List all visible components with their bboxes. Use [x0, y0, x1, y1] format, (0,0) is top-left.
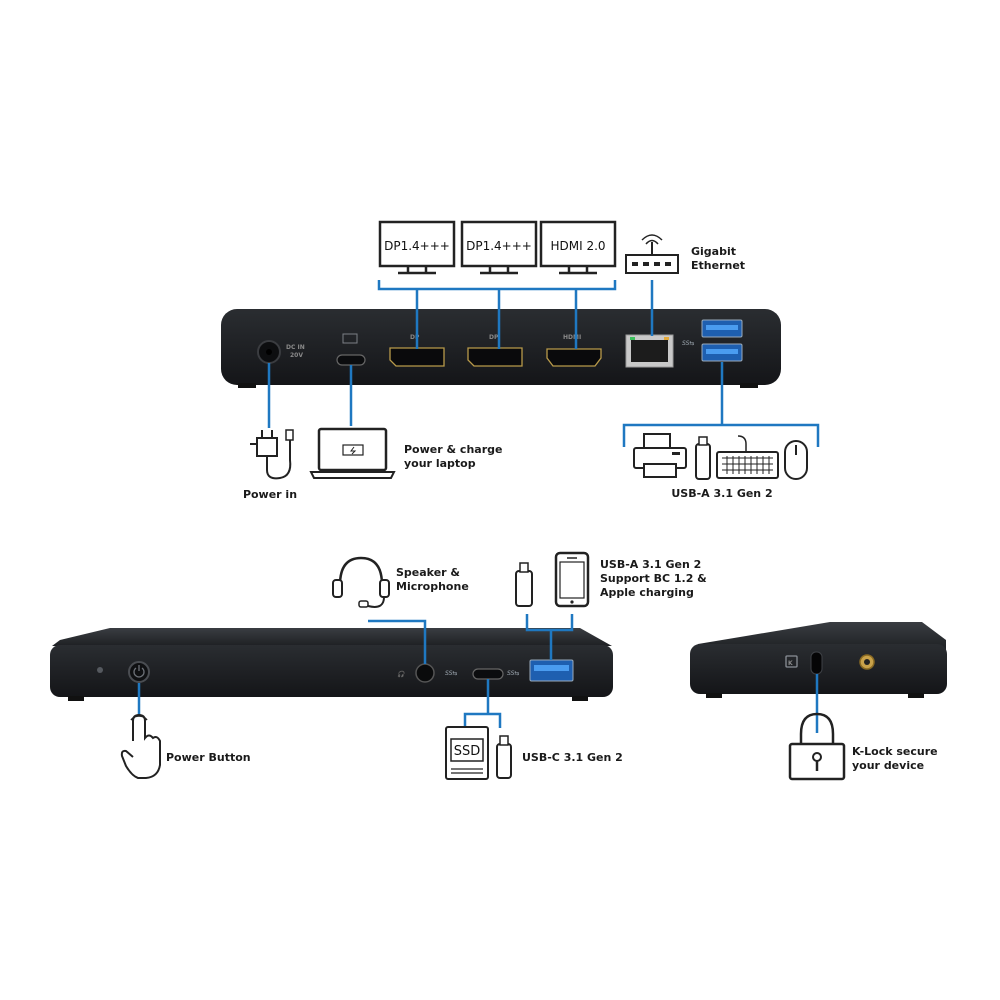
audio-label-line2: Microphone	[396, 580, 469, 593]
dock-side-foot-right	[908, 693, 924, 698]
mouse-icon	[784, 440, 808, 480]
dp1-port	[389, 347, 445, 367]
dc-in-label: DC IN	[286, 344, 305, 351]
usb-a-rear-label: USB-A 3.1 Gen 2	[671, 487, 773, 500]
laptop-label-line2: your laptop	[404, 457, 476, 470]
side-audio-jack-hole	[864, 659, 870, 665]
padlock-icon	[788, 712, 846, 781]
power-button[interactable]	[128, 661, 150, 683]
power-symbol-icon	[133, 665, 145, 678]
usb-a-rear-connector-line	[622, 362, 820, 447]
laptop-charging-icon	[309, 427, 396, 479]
ethernet-label-line1: Gigabit	[691, 245, 736, 258]
hdmi-port-label: HDMI	[563, 334, 581, 341]
dock-rear-body	[221, 309, 781, 385]
dock-foot-right	[740, 383, 758, 388]
dock-side-top	[692, 622, 946, 650]
usb-a-ss-logo: SS⇆	[507, 670, 519, 677]
usb-a-rear-port-2-tongue	[706, 349, 738, 354]
power-button-label: Power Button	[166, 751, 251, 764]
monitor-1-label: DP1.4+++	[384, 239, 450, 253]
usb-stick-icon	[496, 735, 512, 779]
usb-ss-logo: SS⇆	[682, 340, 694, 347]
usb-a-front-port-tongue	[534, 665, 569, 671]
ethernet-label-line2: Ethernet	[691, 259, 746, 272]
ethernet-label: Gigabit Ethernet	[691, 245, 745, 273]
audio-jack	[415, 663, 435, 683]
audio-label: Speaker & Microphone	[396, 566, 469, 594]
usb-a-front-connector-line	[525, 614, 574, 660]
monitor-connector-line	[377, 280, 617, 349]
usb-a-front-label-line2: Support BC 1.2 &	[600, 572, 707, 585]
side-panel: K	[690, 622, 947, 781]
ssd-text: SSD	[454, 744, 481, 759]
laptop-port-icon	[342, 333, 358, 344]
dock-side-foot-left	[706, 693, 722, 698]
monitor-3-label: HDMI 2.0	[550, 239, 605, 253]
usb-c-front-connector-line	[463, 679, 502, 728]
power-in-label: Power in	[242, 488, 298, 501]
monitor-icon: DP1.4+++	[460, 220, 538, 275]
usb-c-ss-logo: SS⇆	[445, 670, 457, 677]
dock-foot-left	[238, 383, 256, 388]
usb-stick-icon	[515, 562, 533, 607]
usb-a-rear-port-1-tongue	[706, 325, 738, 330]
usb-stick-icon	[695, 436, 711, 480]
printer-icon	[633, 433, 687, 478]
ethernet-port-socket	[631, 340, 668, 362]
monitor-2-label: DP1.4+++	[466, 239, 532, 253]
ethernet-led-link	[630, 337, 635, 340]
audio-label-line1: Speaker &	[396, 566, 461, 579]
usb-a-front-label: USB-A 3.1 Gen 2 Support BC 1.2 & Apple c…	[600, 558, 707, 600]
headset-port-icon: 🎧	[397, 670, 406, 678]
dock-front-foot-left	[68, 696, 84, 701]
usb-c-upstream-port	[336, 354, 366, 366]
dp1-port-label: DP	[410, 334, 420, 341]
usb-a-front-label-line1: USB-A 3.1 Gen 2	[600, 558, 702, 571]
laptop-label: Power & charge your laptop	[404, 443, 502, 471]
monitor-icon: DP1.4+++	[378, 220, 456, 275]
keyboard-icon	[716, 435, 779, 479]
dock-front-top	[52, 628, 612, 646]
kensington-k: K	[788, 660, 793, 667]
klock-slot	[810, 651, 823, 675]
monitor-icon: HDMI 2.0	[539, 220, 617, 275]
usb-a-front-label-line3: Apple charging	[600, 586, 694, 599]
ssd-icon: SSD	[445, 726, 489, 780]
klock-label: K-Lock secure your device	[852, 745, 938, 773]
usb-c-front-label: USB-C 3.1 Gen 2	[522, 751, 623, 764]
dc-in-pin	[266, 349, 272, 355]
audio-connector-line	[368, 619, 427, 664]
rear-panel: DC IN 20V DP DP HDMI SS⇆ DP1.4+++	[221, 220, 820, 480]
power-led	[97, 667, 103, 673]
headset-icon	[332, 556, 390, 608]
front-panel: 🎧 SS⇆ SS⇆	[50, 551, 613, 780]
usb-c-front-port	[472, 668, 504, 680]
dp2-port-label: DP	[489, 334, 499, 341]
dock-front-foot-right	[572, 696, 588, 701]
dc-in-voltage: 20V	[290, 352, 303, 359]
router-icon	[625, 234, 679, 274]
kensington-logo	[785, 655, 798, 668]
klock-label-line2: your device	[852, 759, 925, 772]
dock-front-body	[50, 645, 613, 697]
laptop-label-line1: Power & charge	[404, 443, 503, 456]
klock-label-line1: K-Lock secure	[852, 745, 938, 758]
smartphone-icon	[554, 551, 590, 608]
hdmi-port	[546, 348, 602, 367]
dp2-port	[467, 347, 523, 367]
ethernet-led-activity	[664, 337, 669, 340]
power-adapter-icon	[250, 429, 294, 480]
hand-pointer-icon	[120, 713, 161, 779]
